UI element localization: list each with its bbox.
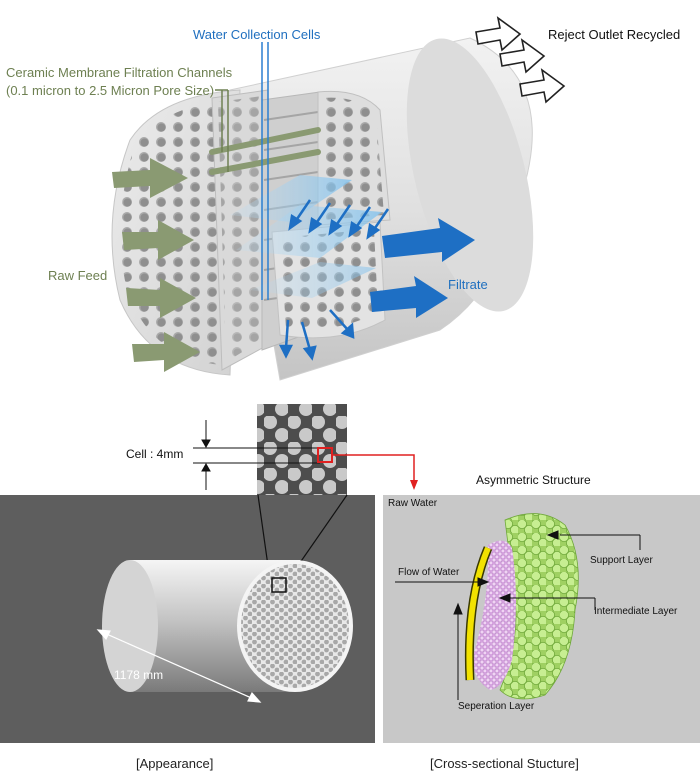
intermediate-layer-label: Intermediate Layer [594, 606, 678, 617]
raw-feed-label: Raw Feed [48, 268, 108, 283]
support-layer-label: Support Layer [590, 555, 653, 566]
reject-outlet-label: Reject Outlet Recycled [548, 27, 681, 42]
cell-size-label: Cell : 4mm [126, 447, 184, 461]
flow-of-water-label: Flow of Water [398, 567, 460, 578]
ceramic-membrane-label: Ceramic Membrane Filtration Channels [6, 65, 233, 80]
raw-water-label: Raw Water [388, 498, 438, 509]
asymmetric-structure-title: Asymmetric Structure [476, 473, 591, 487]
length-label: 1178 mm [114, 668, 164, 682]
membrane-module-diagram [111, 16, 566, 381]
appearance-caption: [Appearance] [136, 756, 214, 771]
separation-layer-label: Seperation Layer [458, 701, 535, 712]
water-collection-label: Water Collection Cells [193, 27, 321, 42]
pore-size-label: (0.1 micron to 2.5 Micron Pore Size) [6, 83, 215, 98]
filtrate-label: Filtrate [448, 277, 488, 292]
cross-section-caption: [Cross-sectional Stucture] [430, 756, 579, 771]
